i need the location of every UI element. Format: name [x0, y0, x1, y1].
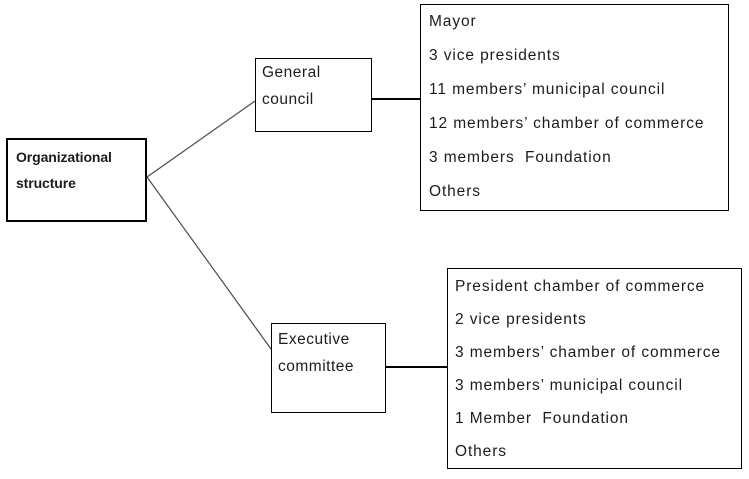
member-item: Mayor — [429, 13, 477, 30]
executive-committee-members-box: President chamber of commerce 2 vice pre… — [447, 268, 742, 469]
member-item: Others — [429, 183, 481, 200]
executive-committee-label-line-2: committee — [278, 358, 354, 375]
member-item: 12 members’ chamber of commerce — [429, 115, 705, 132]
member-item: Others — [455, 443, 507, 460]
member-item: 2 vice presidents — [455, 311, 587, 328]
general-council-label-line-1: General — [262, 64, 321, 81]
member-item: President chamber of commerce — [455, 278, 706, 295]
general-council-members-box: Mayor 3 vice presidents 11 members’ muni… — [420, 4, 729, 211]
member-item: 3 members’ chamber of commerce — [455, 344, 721, 361]
connector-root-to-general-council — [146, 100, 256, 178]
node-executive-committee: Executive committee — [271, 323, 386, 413]
general-council-label-line-2: council — [262, 91, 314, 108]
connector-root-to-executive-committee — [146, 176, 272, 350]
root-node-label-line-1: Organizational — [16, 149, 112, 165]
node-general-council: General council — [255, 58, 372, 132]
member-item: 1 Member Foundation — [455, 410, 629, 427]
member-item: 3 vice presidents — [429, 47, 561, 64]
member-item: 3 members’ municipal council — [455, 377, 683, 394]
member-item: 3 members Foundation — [429, 149, 612, 166]
executive-committee-label-line-1: Executive — [278, 331, 350, 348]
root-node-organizational-structure: Organizational structure — [6, 138, 147, 222]
root-node-label-line-2: structure — [16, 175, 76, 191]
member-item: 11 members’ municipal council — [429, 81, 666, 98]
